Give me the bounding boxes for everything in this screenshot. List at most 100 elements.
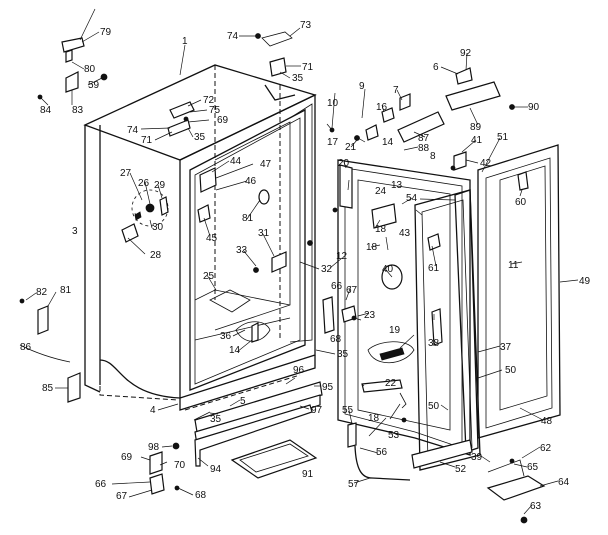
door-top-hardware	[329, 67, 515, 171]
callout-80: 80	[84, 64, 96, 75]
callout-17: 17	[327, 137, 339, 148]
callout-labels: 79 1 80 59 84 83 74 73 71 35 72 75 69 74…	[20, 20, 591, 512]
callout-37: 37	[500, 342, 512, 353]
callout-74b: 74	[127, 125, 139, 136]
callout-46: 46	[245, 176, 257, 187]
callout-23: 23	[364, 310, 376, 321]
callout-33: 33	[236, 245, 248, 256]
callout-95: 95	[322, 382, 334, 393]
callout-87: 87	[418, 133, 430, 144]
callout-47: 47	[260, 159, 272, 170]
lower-hardware	[19, 298, 323, 495]
callout-35b: 35	[194, 132, 206, 143]
callout-68b: 68	[330, 334, 342, 345]
callout-40: 40	[382, 264, 394, 275]
callout-83: 83	[72, 105, 84, 116]
callout-53: 53	[388, 430, 400, 441]
callout-43: 43	[399, 228, 411, 239]
door-outer-panel	[477, 144, 561, 439]
callout-15: 18	[375, 224, 387, 235]
callout-98: 98	[148, 442, 160, 453]
callout-39: 39	[471, 452, 483, 463]
callout-35d: 35	[210, 414, 222, 425]
cabinet-body	[83, 64, 317, 411]
callout-29: 29	[154, 180, 166, 191]
callout-63: 63	[530, 501, 542, 512]
door-bottom-hardware	[347, 417, 546, 524]
callout-66b: 66	[331, 281, 343, 292]
callout-97: 97	[311, 405, 323, 416]
callout-68: 68	[195, 490, 207, 501]
callout-56: 56	[376, 447, 388, 458]
callout-45: 45	[206, 233, 218, 244]
callout-38: 38	[428, 338, 440, 349]
callout-67b: 67	[346, 285, 358, 296]
callout-52: 52	[455, 464, 467, 475]
callout-27: 27	[120, 168, 132, 179]
callout-67: 67	[116, 491, 128, 502]
callout-92: 92	[460, 48, 472, 59]
callout-88: 88	[418, 143, 430, 154]
callout-71b: 71	[141, 135, 153, 146]
callout-85: 85	[42, 383, 54, 394]
callout-35: 35	[292, 73, 304, 84]
callout-8: 8	[430, 151, 436, 162]
callout-3: 3	[72, 226, 78, 237]
callout-31: 31	[258, 228, 270, 239]
callout-59: 59	[88, 80, 100, 91]
callout-28: 28	[150, 250, 162, 261]
callout-50b: 50	[428, 401, 440, 412]
callout-11: 11	[508, 260, 519, 271]
callout-9: 9	[359, 81, 365, 92]
callout-65: 65	[527, 462, 539, 473]
leader-lines	[25, 8, 579, 515]
callout-18: 18	[366, 242, 378, 253]
callout-25: 25	[203, 271, 215, 282]
callout-90: 90	[528, 102, 540, 113]
callout-21: 21	[345, 142, 357, 153]
callout-86: 86	[20, 342, 32, 353]
callout-4: 4	[150, 405, 156, 416]
callout-81b: 81	[60, 285, 72, 296]
callout-26: 26	[138, 178, 150, 189]
callout-51: 51	[497, 132, 509, 143]
callout-12: 12	[336, 251, 348, 262]
callout-41: 41	[471, 135, 483, 146]
callout-75: 75	[209, 105, 221, 116]
callout-55: 55	[342, 405, 354, 416]
callout-60: 60	[515, 197, 527, 208]
top-hardware	[37, 31, 293, 137]
callout-32: 32	[321, 264, 333, 275]
callout-19: 19	[389, 325, 401, 336]
callout-1: 1	[182, 36, 188, 47]
callout-57: 57	[348, 479, 360, 490]
callout-69: 69	[217, 115, 229, 126]
callout-16: 16	[376, 102, 388, 113]
callout-10: 10	[327, 98, 339, 109]
callout-6: 6	[433, 62, 439, 73]
callout-14: 14	[229, 345, 241, 356]
callout-70: 70	[174, 460, 186, 471]
callout-71: 71	[302, 62, 314, 73]
callout-50: 50	[505, 365, 517, 376]
callout-44: 44	[230, 156, 242, 167]
callout-61: 61	[428, 263, 440, 274]
callout-5: 5	[240, 396, 246, 407]
callout-94: 94	[210, 464, 222, 475]
callout-18b: 18	[368, 413, 380, 424]
callout-42: 42	[480, 158, 492, 169]
callout-7: 7	[393, 85, 399, 96]
callout-30: 30	[152, 222, 164, 233]
callout-73: 73	[300, 20, 312, 31]
callout-35c: 35	[337, 349, 349, 360]
callout-62: 62	[540, 443, 552, 454]
callout-84: 84	[40, 105, 52, 116]
callout-79: 79	[100, 27, 112, 38]
callout-69b: 69	[121, 452, 133, 463]
callout-64: 64	[558, 477, 570, 488]
callout-49: 49	[579, 276, 591, 287]
callout-24: 24	[375, 186, 387, 197]
callout-89: 89	[470, 122, 482, 133]
